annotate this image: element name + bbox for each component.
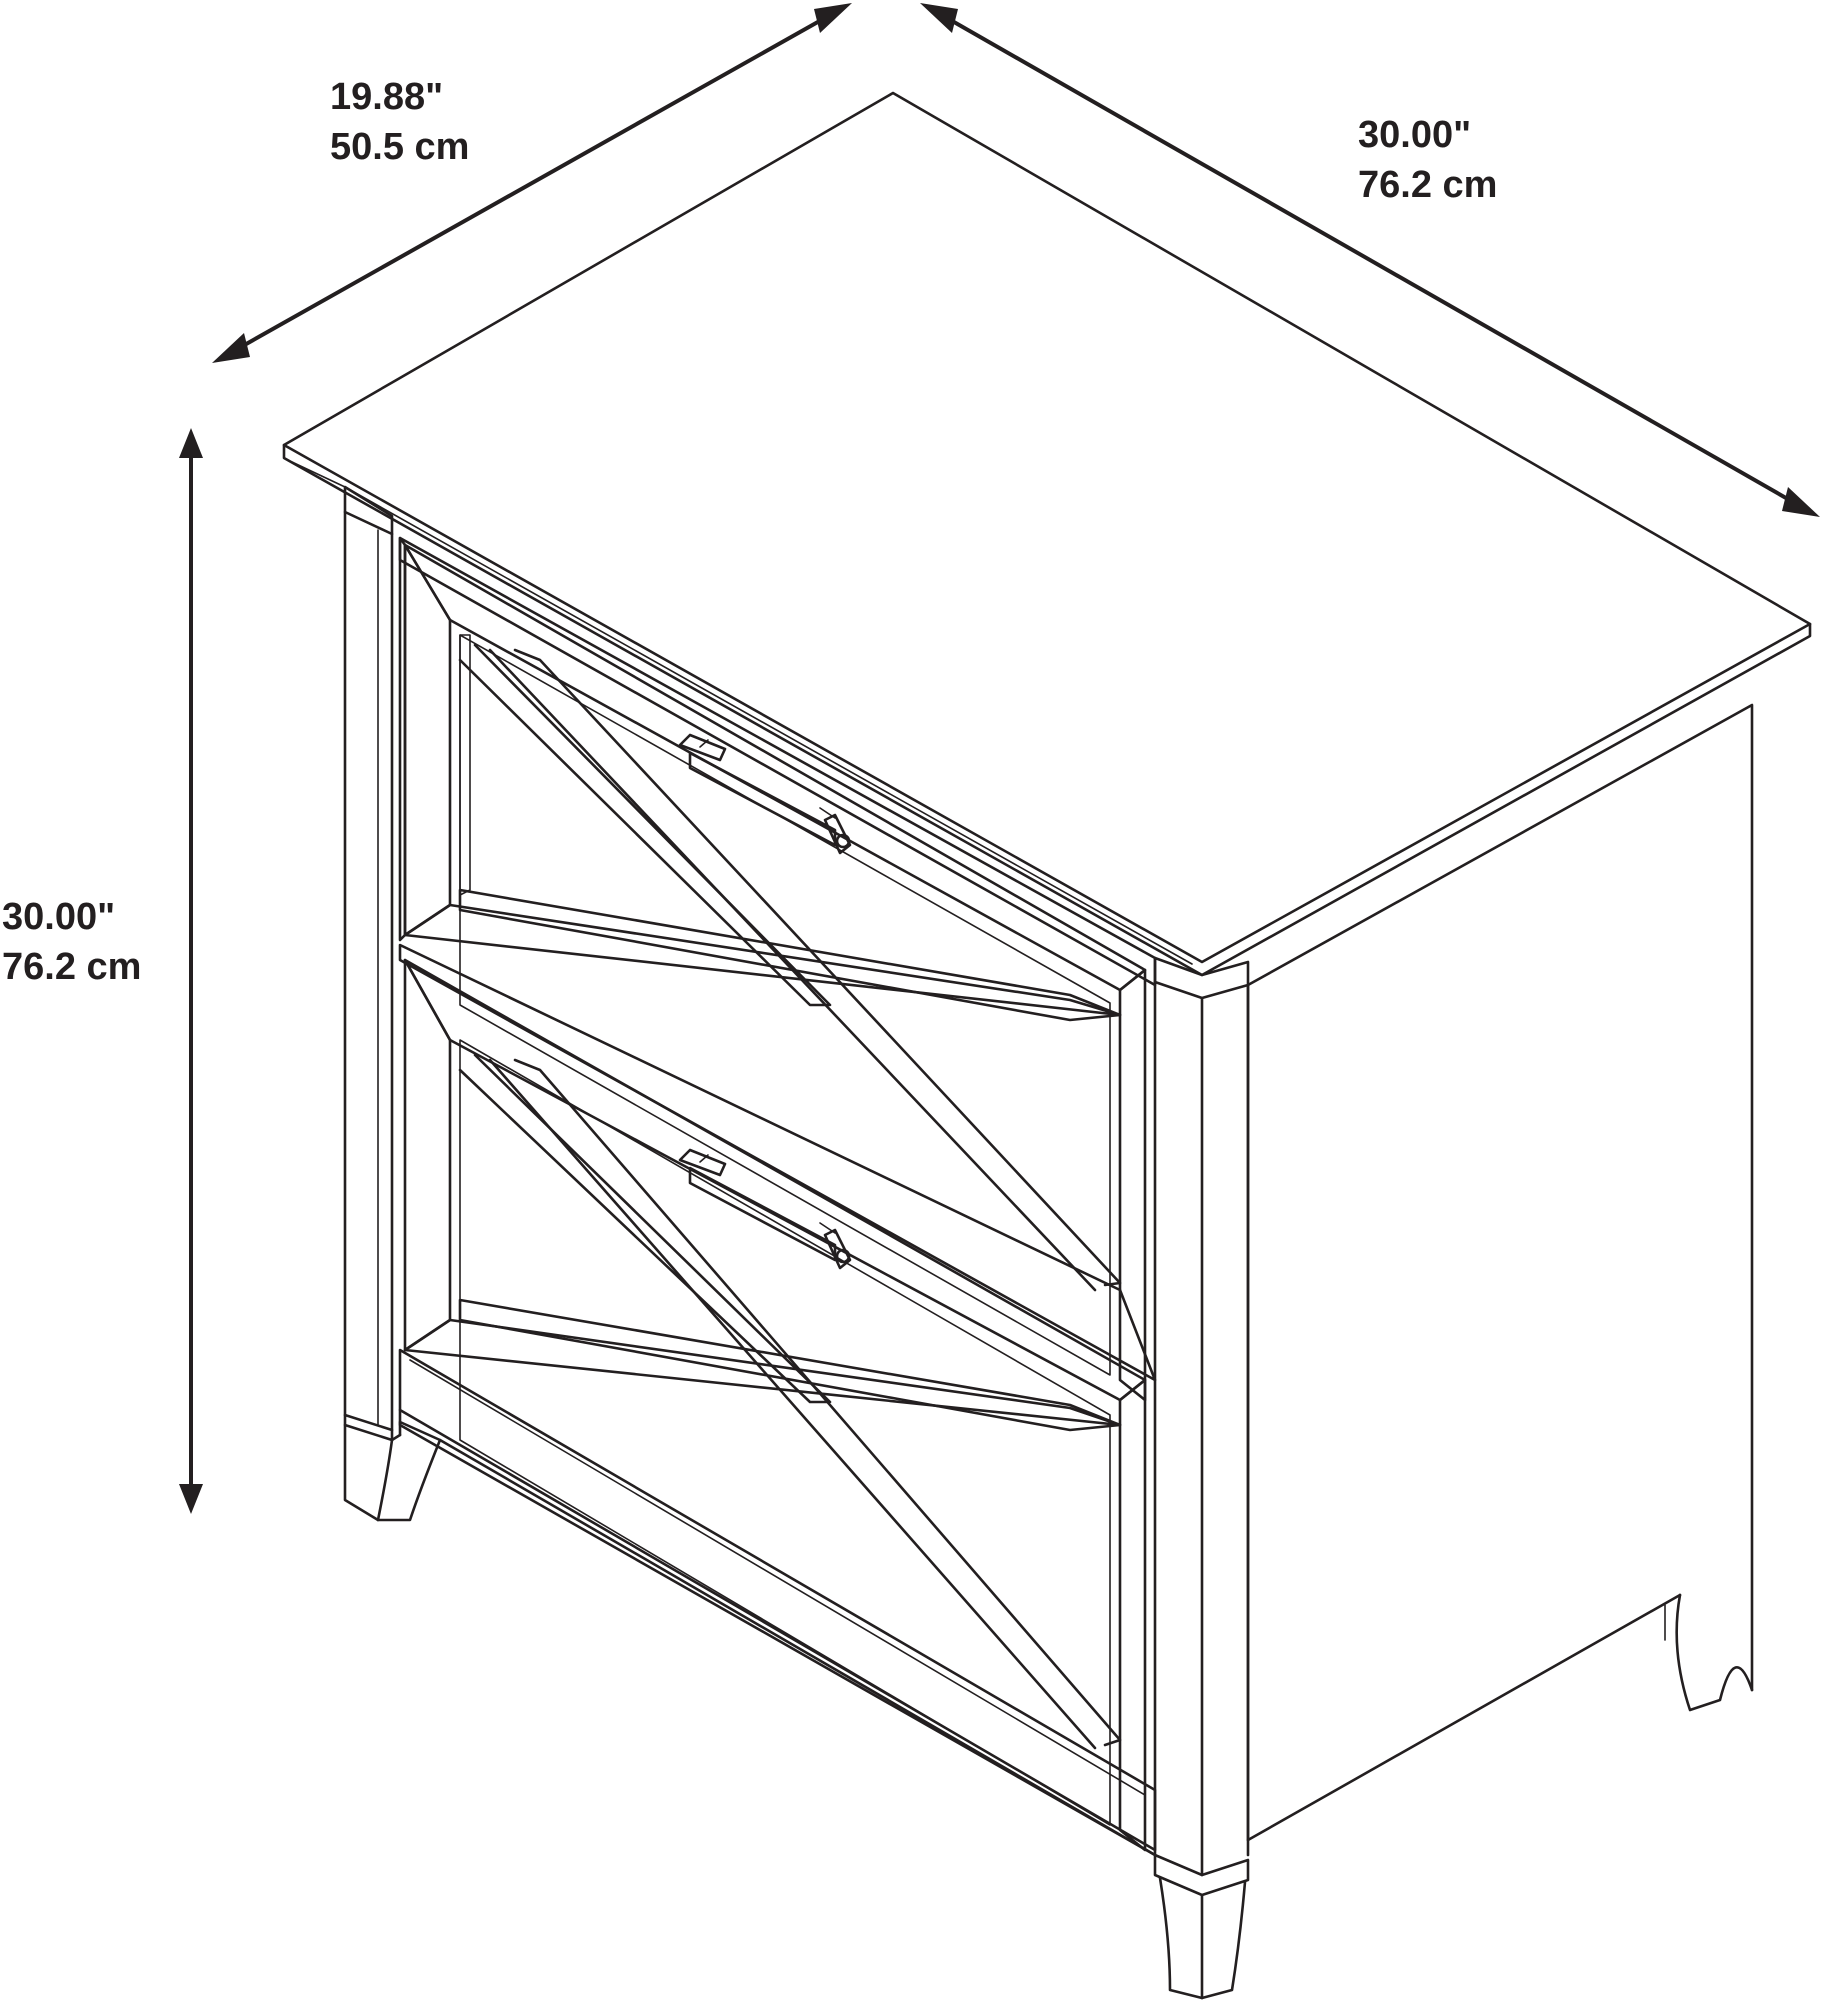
width-cm: 76.2 cm <box>1358 164 1498 206</box>
height-cm: 76.2 cm <box>2 946 142 988</box>
depth-dimension-arrow <box>212 3 852 363</box>
cabinet-side-panel <box>1246 703 1754 1842</box>
depth-inches: 19.88" <box>330 76 444 118</box>
depth-cm: 50.5 cm <box>330 126 470 168</box>
drawer-top-handle <box>678 733 852 855</box>
width-dimension-label: 30.00" 76.2 cm <box>1358 110 1497 210</box>
left-front-leg <box>343 485 442 1522</box>
height-dimension-label: 30.00" 76.2 cm <box>2 892 141 992</box>
drawer-bottom <box>398 943 1157 1852</box>
depth-dimension-label: 19.88" 50.5 cm <box>330 72 469 172</box>
drawer-top <box>398 536 1157 1402</box>
height-inches: 30.00" <box>2 896 116 938</box>
width-dimension-arrow <box>920 3 1820 517</box>
right-front-leg <box>1153 956 1250 2000</box>
bottom-apron <box>398 1408 1157 1857</box>
cabinet-top <box>282 91 1812 977</box>
height-dimension-arrow <box>179 428 203 1514</box>
width-inches: 30.00" <box>1358 114 1472 156</box>
drawer-bottom-handle <box>678 1148 852 1270</box>
